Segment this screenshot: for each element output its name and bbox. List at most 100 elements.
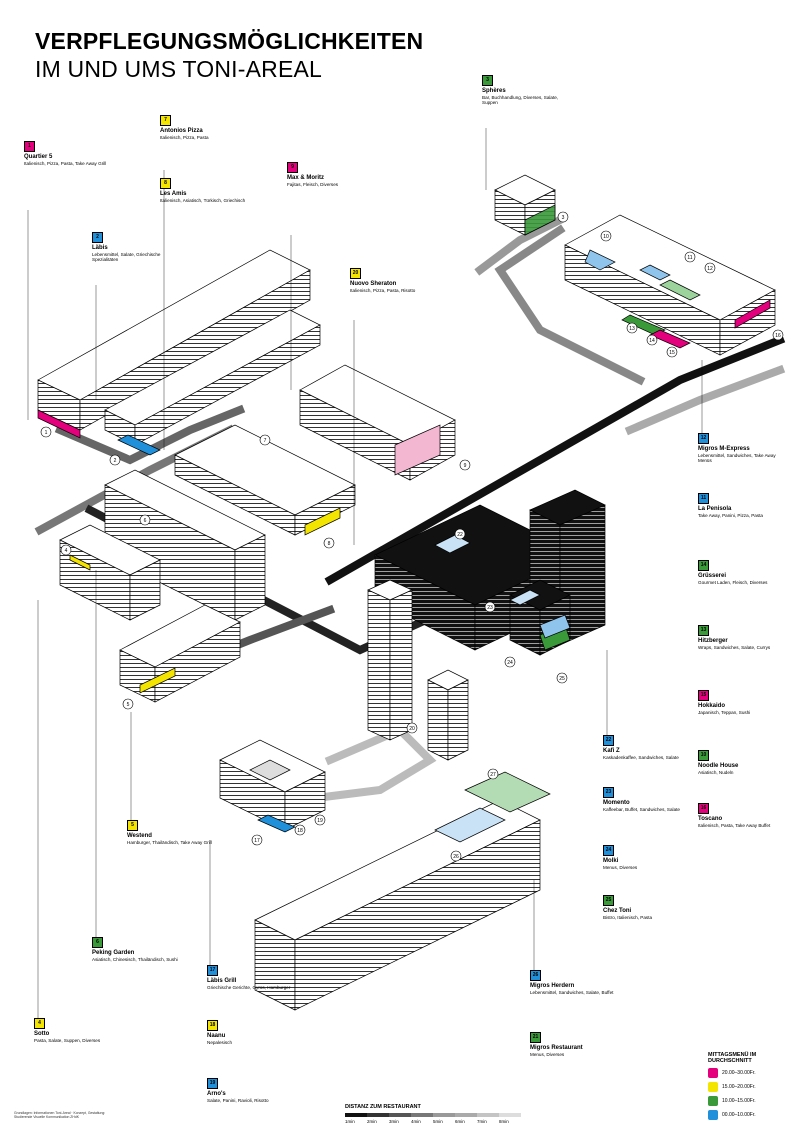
svg-text:2: 2 [114,458,117,464]
marker-15: 15 [666,346,678,358]
svg-text:6: 6 [144,518,147,524]
marker-17: 17 [251,834,263,846]
legend-label: 20.00–30.00Fr. [722,1070,756,1077]
legend-swatch [708,1110,718,1121]
marker-20: 20 [406,722,418,734]
restaurant-description: Italienisch, Pasta, Take Away Buffet [698,822,771,828]
marker-16: 16 [772,329,784,341]
location-markers: 1 2 3 4 5 6 7 8 9 10 11 12 13 14 15 16 1… [40,211,784,862]
restaurant-name: Toscano [698,816,723,822]
restaurant-description: Kaskadenkaffee, Sandwiches, Salate [603,754,679,760]
marker-2: 2 [109,454,121,466]
svg-text:8: 8 [328,541,331,547]
svg-text:22: 22 [457,532,463,538]
restaurant-name: Läbis [92,245,108,251]
restaurant-description: Italienisch, Pizza, Pasta, Take Away Gri… [24,160,107,166]
marker-23: 23 [484,601,496,613]
restaurant-name: Hitzberger [698,638,728,644]
scale-label: 1min [345,1119,355,1124]
scale-label: 4min [411,1119,421,1124]
restaurant-number-badge: 8 [160,178,171,189]
restaurant-name: Migros M-Express [698,446,750,452]
svg-text:14: 14 [649,338,655,344]
restaurant-description: Wraps, Sandwiches, Salate, Currys [698,644,771,650]
restaurant-name: Migros Herdern [530,983,575,989]
marker-24: 24 [504,656,516,668]
svg-text:13: 13 [629,326,635,332]
marker-14: 14 [646,334,658,346]
restaurant-number-badge: 24 [603,845,614,856]
marker-8: 8 [323,537,335,549]
scale-label: 5min [433,1119,443,1124]
restaurant-number-badge: 6 [92,937,103,948]
restaurant-description: Pasta, Salate, Suppen, Diverses [34,1037,101,1043]
marker-25: 25 [556,672,568,684]
svg-text:25: 25 [559,676,565,682]
restaurant-name: La Penisola [698,506,732,512]
restaurant-number-badge: 17 [207,965,218,976]
restaurant-number-badge: 1 [24,141,35,152]
marker-27: 27 [487,768,499,780]
restaurant-name: Läbis Grill [207,978,237,984]
marker-18: 18 [294,824,306,836]
restaurant-description: Lebensmittel, Salate, Griechische Spezia… [92,251,161,263]
restaurant-description: Japanisch, Teppan, Sushi [698,709,751,715]
price-legend: MITTAGSMENÜ IM DURCHSCHNITT 20.00–30.00F… [708,1052,788,1121]
restaurant-description: Gourmet Laden, Fleisch, Diverses [698,579,768,585]
building-northeast-complex [564,214,776,356]
restaurant-name: Les Amis [160,191,187,197]
path-center-spine [324,334,786,586]
restaurant-number-badge: 3 [482,75,493,86]
credits: Grundlagen: Informationen Toni-Areal · K… [14,1111,106,1120]
marker-19: 19 [314,814,326,826]
svg-text:15: 15 [669,350,675,356]
scale-title: DISTANZ ZUM RESTAURANT [345,1104,421,1110]
restaurant-name: Sphères [482,88,506,94]
marker-12: 12 [704,262,716,274]
legend-swatch [708,1082,718,1093]
poster-title: VERPFLEGUNGSMÖGLICHKEITEN IM UND UMS TON… [35,28,423,83]
path-south [295,725,437,805]
restaurant-number-badge: 26 [530,970,541,981]
restaurant-number-badge: 13 [698,625,709,636]
title-line-1: VERPFLEGUNGSMÖGLICHKEITEN [35,28,424,54]
restaurant-name: Molki [603,858,619,864]
svg-text:3: 3 [562,215,565,221]
building-antonios [174,424,356,536]
restaurant-description: Lebensmittel, Sandwiches, Take Away Menü… [698,452,776,464]
svg-text:27: 27 [490,772,496,778]
building-tower-center [367,579,413,741]
restaurant-description: Menus, Diverses [603,864,638,870]
restaurant-description: Italienisch, Pizza, Pasta, Risotto [350,287,416,293]
scale-bar-segment [411,1113,433,1117]
restaurant-number-badge: 4 [34,1018,45,1029]
building-migros-herdern [254,771,551,1011]
restaurant-number-badge: 2 [92,232,103,243]
svg-text:1: 1 [45,430,48,436]
building-toni-areal [374,489,606,656]
path-north-east-top [474,214,566,276]
svg-text:9: 9 [464,463,467,469]
svg-text:18: 18 [297,828,303,834]
restaurant-description: Hamburger, Thailändisch, Take Away Grill [127,839,212,845]
restaurant-description: Italienisch, Asiatisch, Türkisch, Griech… [160,197,246,203]
legend-item: 15.00–20.00Fr. [708,1082,788,1093]
restaurant-name: Noodle House [698,763,739,769]
restaurant-name: Sotto [34,1031,50,1037]
restaurant-number-badge: 7 [160,115,171,126]
restaurant-number-badge: 22 [603,735,614,746]
